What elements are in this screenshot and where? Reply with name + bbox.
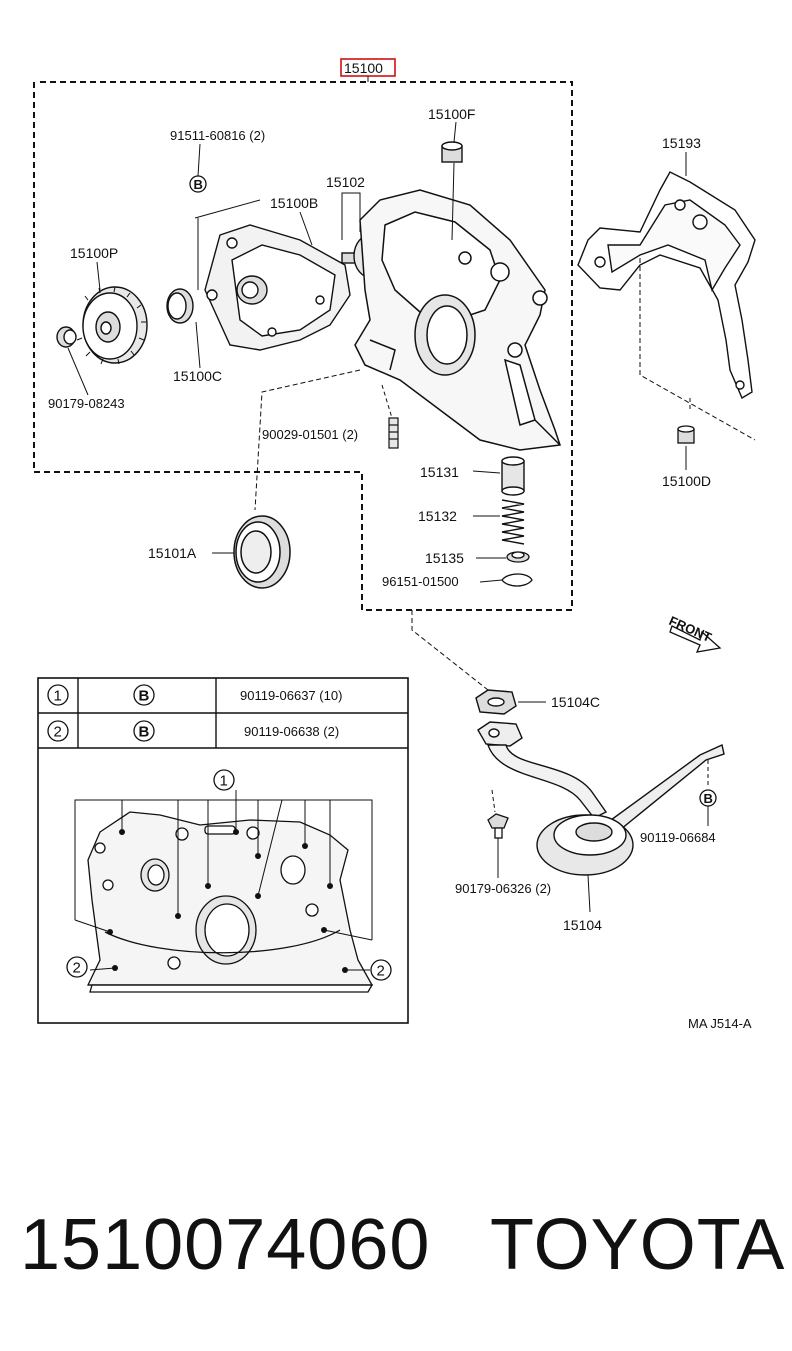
row-part-number[interactable]: 90119-06637 (10) — [240, 688, 342, 703]
clip-drawing — [501, 573, 533, 587]
retainer-drawing — [506, 551, 530, 563]
oil-seal-large-drawing — [233, 515, 291, 589]
label-90029-01501[interactable]: 90029-01501 (2) — [262, 427, 358, 442]
main-part-label: 15100 — [344, 60, 383, 76]
footer-caption: 1510074060 TOYOTA — [0, 1195, 792, 1305]
label-15104c[interactable]: 15104C — [551, 694, 600, 710]
row-marker: B — [139, 688, 150, 705]
pump-cover-drawing — [204, 224, 351, 351]
inset-bolt-dots — [107, 829, 348, 973]
label-15100f[interactable]: 15100F — [428, 106, 475, 122]
label-15100d[interactable]: 15100D — [662, 473, 711, 489]
table-row: 2 B 90119-06638 (2) — [47, 720, 339, 742]
table-row: 1 B 90119-06637 (10) — [47, 684, 342, 706]
brand-name: TOYOTA — [490, 1205, 786, 1285]
label-96151-01500[interactable]: 96151-01500 — [382, 574, 459, 589]
diagram-code: MA J514-A — [688, 1016, 752, 1031]
label-15104[interactable]: 15104 — [563, 917, 602, 933]
label-15193[interactable]: 15193 — [662, 135, 701, 151]
inset-housing-drawing: 1 — [86, 769, 374, 993]
label-15135[interactable]: 15135 — [425, 550, 464, 566]
row-marker: B — [139, 724, 150, 741]
marker-b-bolt-top: B — [189, 175, 207, 193]
front-cover-housing-drawing — [354, 189, 562, 451]
dowel-drawing — [677, 425, 695, 444]
label-15101a[interactable]: 15101A — [148, 545, 197, 561]
front-direction-arrow: FRONT — [667, 613, 722, 653]
strainer-gasket-drawing — [475, 689, 517, 715]
cap-15100f-drawing — [441, 141, 463, 163]
gasket-15193-drawing — [577, 171, 756, 400]
row-part-number[interactable]: 90119-06638 (2) — [244, 724, 339, 739]
oil-seal-small-drawing — [166, 288, 194, 324]
row-index: 1 — [54, 688, 62, 705]
relief-valve-drawing — [501, 456, 525, 496]
label-15100b[interactable]: 15100B — [270, 195, 318, 211]
marker-b-bolt-strainer: B — [699, 789, 717, 807]
inset-marker-two: 2 — [73, 960, 81, 977]
part-number: 1510074060 — [20, 1205, 431, 1285]
label-90119-06684[interactable]: 90119-06684 — [640, 830, 716, 845]
strainer-bolt-drawing — [487, 813, 509, 839]
main-part-callout[interactable]: 15100 — [340, 58, 396, 82]
inset-marker-two-right: 2 — [370, 959, 392, 981]
pin-drawing — [388, 417, 399, 449]
inset-marker-two: 2 — [377, 963, 385, 980]
relief-spring-drawing — [501, 499, 525, 545]
label-90179-06326[interactable]: 90179-06326 (2) — [455, 881, 551, 896]
row-index: 2 — [54, 724, 62, 741]
label-91511-60816[interactable]: 91511-60816 (2) — [170, 128, 265, 143]
callout-labels: 15100F 15193 91511-60816 (2) 15102 15100… — [48, 106, 752, 1031]
marker-b-text: B — [704, 791, 713, 806]
label-15132[interactable]: 15132 — [418, 508, 457, 524]
inset-bolt-leaders — [74, 790, 373, 971]
label-15131[interactable]: 15131 — [420, 464, 459, 480]
label-15100p[interactable]: 15100P — [70, 245, 118, 261]
marker-b-text: B — [194, 177, 203, 192]
label-90179-08243[interactable]: 90179-08243 — [48, 396, 125, 411]
label-15102[interactable]: 15102 — [326, 174, 365, 190]
bolt-table: 1 B 90119-06637 (10) 2 B 90119-06638 (2)… — [37, 677, 409, 1024]
assembly-boundary — [33, 81, 573, 611]
drive-gear-drawing — [56, 286, 148, 365]
oil-strainer-drawing — [477, 721, 725, 876]
inset-marker-two-left: 2 — [66, 956, 88, 978]
exploded-parts-diagram: 15100 — [33, 58, 756, 1031]
label-15100c[interactable]: 15100C — [173, 368, 222, 384]
inset-marker-one: 1 — [220, 773, 228, 790]
